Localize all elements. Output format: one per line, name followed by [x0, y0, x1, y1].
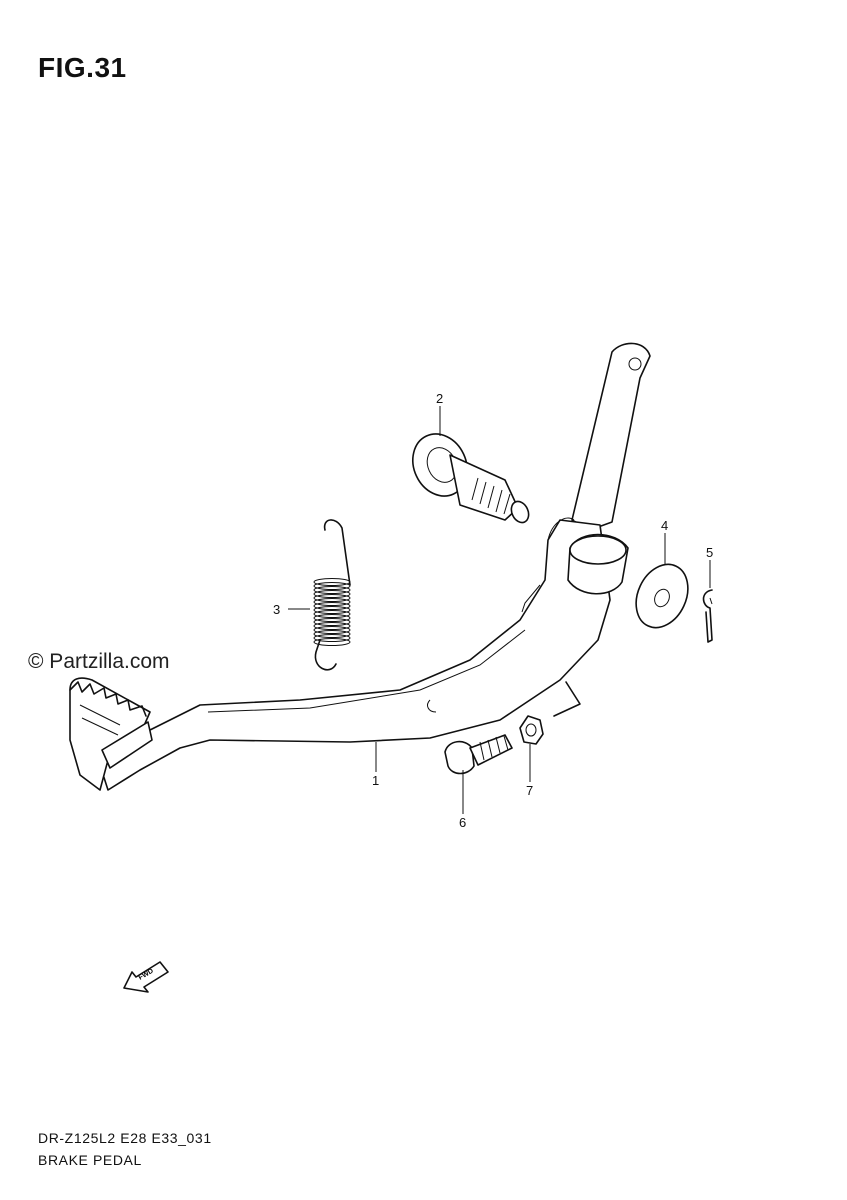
figure-title: FIG.31 [38, 52, 127, 83]
brake-pedal-arm[interactable] [69, 342, 651, 791]
spring-coil [313, 622, 351, 630]
diagram-code: DR-Z125L2 E28 E33_031 [38, 1130, 212, 1146]
lock-nut[interactable] [519, 715, 544, 745]
spring-coil [313, 598, 351, 606]
spring-coil [313, 602, 351, 610]
spring-coil [313, 630, 351, 638]
spring-coil [313, 606, 351, 614]
callout-4: 4 [661, 518, 668, 533]
callout-1: 1 [372, 773, 379, 788]
partzilla-watermark: © Partzilla.com [28, 650, 170, 673]
callout-5: 5 [706, 545, 713, 560]
pivot-bolt[interactable] [403, 425, 532, 525]
leader-lines [288, 406, 711, 814]
callout-7: 7 [526, 783, 533, 798]
spring-coil [313, 610, 351, 618]
spring-coil [313, 582, 351, 590]
spring-coil [313, 586, 351, 594]
fwd-arrow-icon: FWD [123, 961, 169, 993]
spring-coil [313, 618, 351, 626]
return-spring[interactable] [313, 519, 351, 671]
stopper-bolt[interactable] [444, 734, 513, 775]
cotter-pin[interactable] [702, 589, 713, 643]
spring-coil [313, 578, 351, 586]
washer[interactable] [626, 556, 697, 636]
spring-coil [313, 626, 351, 634]
callout-6: 6 [459, 815, 466, 830]
callout-3: 3 [273, 602, 280, 617]
spring-coil [313, 634, 351, 642]
spring-coil [313, 594, 351, 602]
spring-coil [313, 590, 351, 598]
spring-coil [313, 614, 351, 622]
callout-2: 2 [436, 391, 443, 406]
spring-coil [313, 638, 351, 646]
diagram-name: BRAKE PEDAL [38, 1152, 142, 1168]
